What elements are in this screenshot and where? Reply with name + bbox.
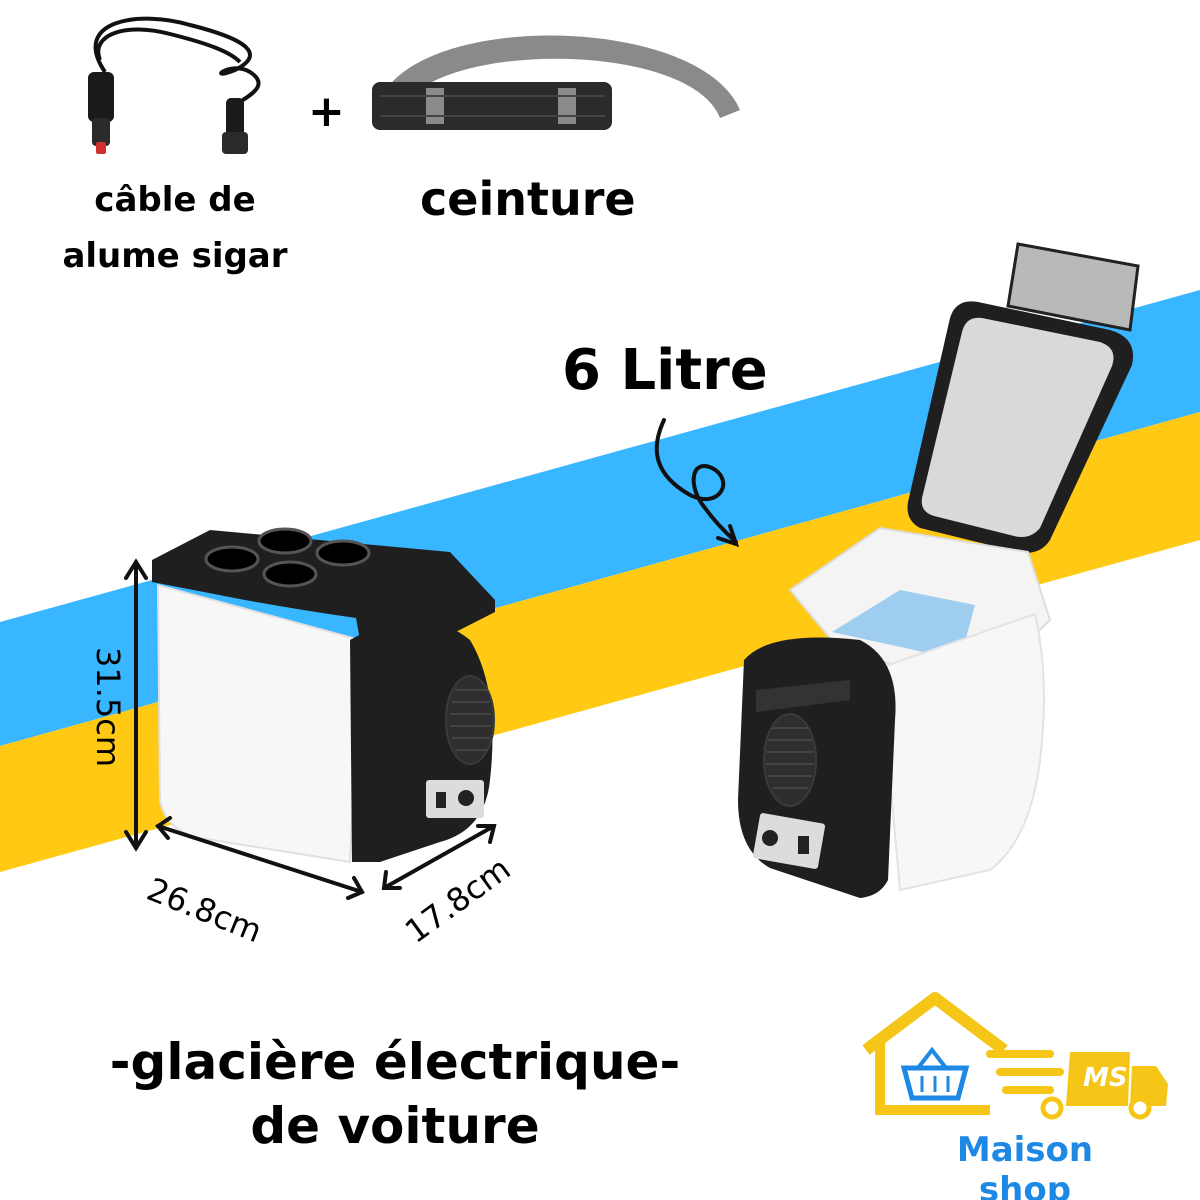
belt-label: ceinture [420, 172, 636, 226]
width-arrow [156, 824, 364, 894]
cable-label: câble de alume sigar [40, 172, 310, 284]
height-dimension: 31.5cm [89, 646, 128, 768]
product-title-line1: -glacière électrique- [109, 1033, 681, 1091]
capacity-label: 6 Litre [562, 338, 768, 403]
depth-arrow [382, 824, 496, 890]
product-title-line2: de voiture [250, 1097, 540, 1155]
product-title: -glacière électrique- de voiture [0, 1030, 790, 1158]
brand-name: Maison shop [956, 1130, 1094, 1200]
plus-sign: + [308, 86, 345, 137]
cable-label-line2: alume sigar [62, 236, 288, 276]
brand-monogram: MS [1083, 1063, 1128, 1093]
cable-label-line1: câble de [94, 180, 256, 220]
